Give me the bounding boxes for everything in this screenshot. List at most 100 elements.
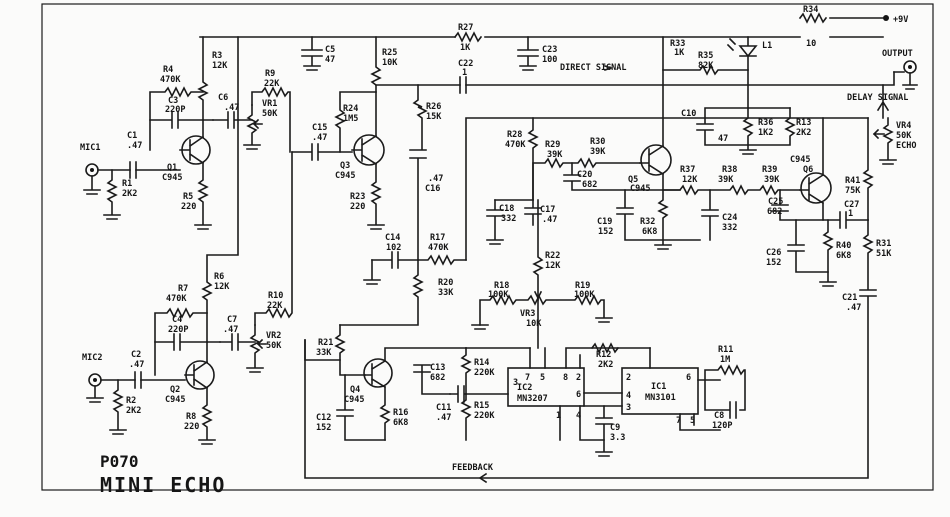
- ic1-wiring: [649, 347, 721, 431]
- r26-ref: R26: [426, 102, 441, 112]
- mic1-jack-pin: [90, 168, 94, 172]
- r5-ref: R5: [183, 192, 193, 202]
- c13-ref: C13: [430, 363, 445, 373]
- r33-value: 1K: [674, 48, 685, 58]
- c6-value: .47: [224, 103, 239, 113]
- capacitor-c11: [449, 385, 467, 403]
- r9-value: 22K: [264, 79, 280, 89]
- r3-ref: R3: [212, 51, 222, 61]
- r3-value: 12K: [212, 61, 228, 71]
- c23-value: 100: [542, 55, 557, 65]
- delay-signal-label: DELAY SIGNAL: [847, 93, 908, 103]
- c17-ref: C17: [540, 205, 555, 215]
- r10-ref: R10: [268, 291, 283, 301]
- ic2-pin-5: 5: [540, 373, 545, 383]
- resistor-r20: [339, 259, 424, 326]
- r18-ground: [471, 324, 489, 330]
- mic2-label: MIC2: [82, 353, 102, 363]
- resistor-r27: [453, 31, 483, 43]
- capacitor-c25: [771, 189, 824, 221]
- vr2-value: 50K: [266, 341, 282, 351]
- vr3-value: 10K: [526, 319, 542, 329]
- q5-body: [639, 144, 665, 176]
- supply-terminal: [883, 15, 889, 21]
- resistor-r12: [590, 342, 620, 354]
- r27-value: 1K: [460, 43, 471, 53]
- r17-ref: R17: [430, 233, 445, 243]
- q1-type: C945: [162, 173, 182, 183]
- r28-value: 470K: [505, 140, 526, 150]
- pot-vr3-network[interactable]: [479, 294, 613, 326]
- r23-ref: R23: [350, 192, 365, 202]
- q4-type: C945: [344, 395, 364, 405]
- pot-vr4[interactable]: [872, 117, 897, 165]
- capacitor-c13: [413, 364, 451, 395]
- ic2-pin-1: 1: [556, 411, 561, 421]
- r26-value: 15K: [426, 112, 442, 122]
- r20-ref: R20: [438, 278, 453, 288]
- capacitor-c4: [154, 333, 208, 351]
- feedback-path-r31-c21: [304, 219, 877, 479]
- c5-value: 47: [325, 55, 335, 65]
- resistor-r21: [334, 324, 366, 376]
- output-jack-pin: [908, 65, 912, 69]
- c6-ref: C6: [218, 93, 228, 103]
- transistor-q5: [640, 144, 672, 176]
- c7-ref: C7: [227, 315, 237, 325]
- q5-ref: Q5: [628, 175, 638, 185]
- r1-value: 2K2: [122, 189, 137, 199]
- c21-value: .47: [846, 303, 861, 313]
- c4-ref: C4: [172, 315, 182, 325]
- c19-value: 152: [598, 227, 613, 237]
- c12-ref: C12: [316, 413, 331, 423]
- mic2-jack-pin: [93, 378, 97, 382]
- capacitor-c3: [149, 111, 204, 129]
- q1-body: [179, 135, 205, 165]
- c13-value: 682: [430, 373, 445, 383]
- r12-ref: R12: [596, 350, 611, 360]
- capacitor-c1: [129, 161, 137, 179]
- q4-body: [364, 359, 387, 389]
- c16-ref: C16: [425, 184, 440, 194]
- resistor-r41: [862, 117, 874, 221]
- r2-value: 2K2: [126, 406, 141, 416]
- capacitor-c17: [524, 199, 542, 226]
- c4-value: 220P: [168, 325, 188, 335]
- output-label: OUTPUT: [882, 49, 913, 59]
- c9-value: 3.3: [610, 433, 625, 443]
- q6-type: C945: [790, 155, 810, 165]
- ic1-body: [621, 367, 699, 415]
- q6-ref: Q6: [803, 165, 813, 175]
- c27-ref: C27: [844, 200, 859, 210]
- r40-ref: R40: [836, 241, 851, 251]
- r36-ref: R36: [758, 118, 773, 128]
- q5-wiring-r32: [654, 36, 672, 250]
- resistor-r36: [739, 107, 757, 155]
- capacitor-c20: [563, 162, 681, 191]
- ic2-pin-7: 7: [525, 373, 530, 383]
- r6-value: 12K: [214, 282, 230, 292]
- output-wiring: [893, 71, 918, 90]
- ic2-body: [507, 367, 585, 407]
- q3-type: C945: [335, 171, 355, 181]
- r13-value: 2K2: [796, 128, 811, 138]
- capacitor-c9: [595, 405, 613, 457]
- ic1-ref: IC1: [651, 382, 666, 392]
- capacitor-c5: [301, 36, 323, 71]
- mic1-label: MIC1: [80, 143, 100, 153]
- pot-vr1[interactable]: [243, 104, 263, 150]
- r4-value: 470K: [160, 75, 181, 85]
- ic2-pin-6: 6: [576, 390, 581, 400]
- pot-vr2[interactable]: [246, 324, 267, 373]
- resistor-r13-cap-c10: [696, 107, 796, 146]
- capacitor-c22: [459, 76, 467, 94]
- transistor-q6: [800, 172, 832, 204]
- c3-ref: C3: [168, 96, 178, 106]
- c10-ref: C10: [681, 109, 696, 119]
- led-l1-rays: [726, 37, 737, 52]
- r24-value: 1M5: [343, 114, 358, 124]
- direct-signal-label: DIRECT SIGNAL: [560, 63, 627, 73]
- c8-value: 120P: [712, 421, 732, 431]
- vr1-value: 50K: [262, 109, 278, 119]
